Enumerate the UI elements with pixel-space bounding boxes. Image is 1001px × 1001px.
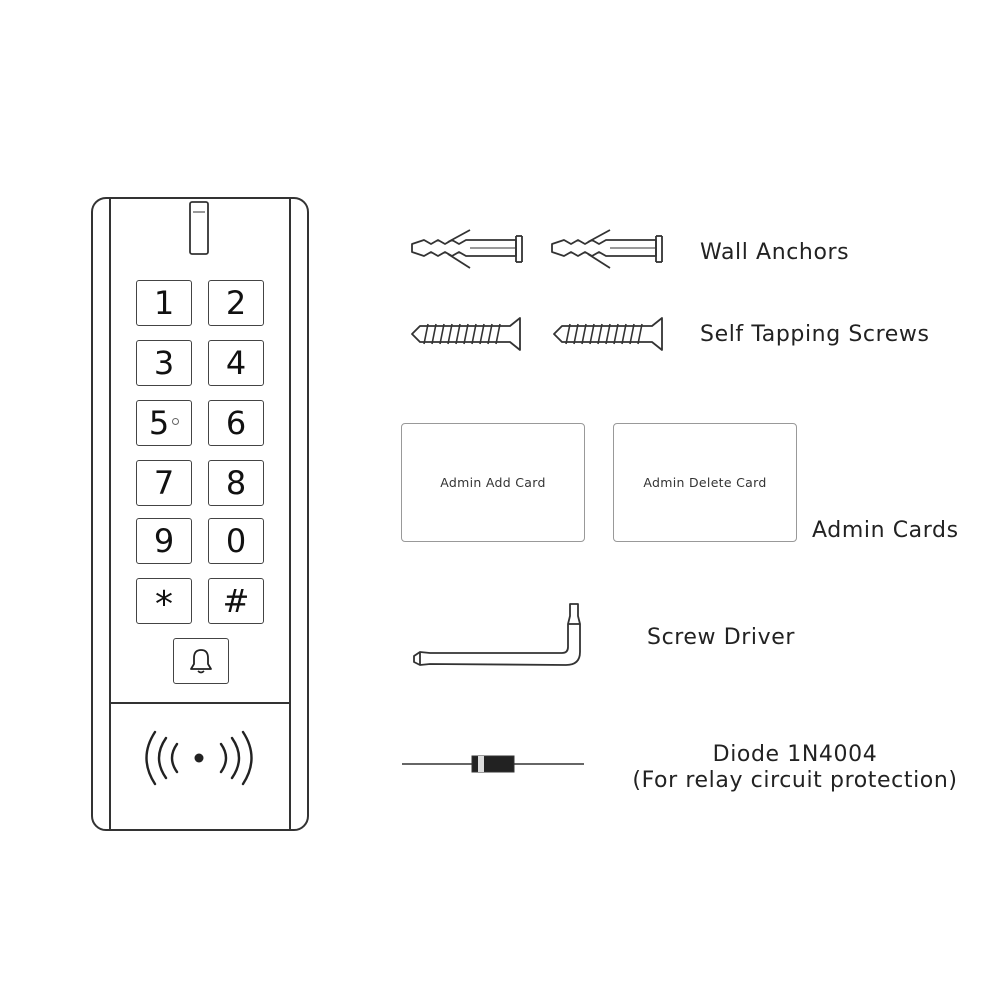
key-label: 8 [225, 464, 247, 502]
screw-2 [553, 317, 663, 351]
admin-add-card-text: Admin Add Card [440, 475, 546, 490]
key-label: 9 [153, 522, 175, 560]
rfid-wave-icon [145, 730, 253, 786]
key-hash[interactable]: # [208, 578, 264, 624]
key-6[interactable]: 6 [208, 400, 264, 446]
admin-add-card: Admin Add Card [401, 423, 585, 542]
key-4[interactable]: 4 [208, 340, 264, 386]
key-label: 0 [225, 522, 247, 560]
key-7[interactable]: 7 [136, 460, 192, 506]
screw-1 [411, 317, 521, 351]
wall-anchor-1 [411, 229, 523, 269]
key-2[interactable]: 2 [208, 280, 264, 326]
key-label: 2 [225, 284, 247, 322]
key-label: 5 [148, 404, 170, 442]
diode-component [402, 755, 584, 773]
key-8[interactable]: 8 [208, 460, 264, 506]
doorbell-button[interactable] [173, 638, 229, 684]
label-wall-anchors: Wall Anchors [700, 240, 850, 265]
key-label: 6 [225, 404, 247, 442]
key-label: 7 [153, 464, 175, 502]
admin-delete-card: Admin Delete Card [613, 423, 797, 542]
key-3[interactable]: 3 [136, 340, 192, 386]
key-label: * [155, 584, 173, 625]
key-1[interactable]: 1 [136, 280, 192, 326]
key-label: 4 [225, 344, 247, 382]
device-outer-frame [91, 197, 309, 831]
led-indicator-icon [189, 201, 209, 255]
key-0[interactable]: 0 [208, 518, 264, 564]
screw-driver-tool [413, 603, 581, 666]
key-label: # [222, 582, 250, 620]
key-5-marker-icon [172, 417, 180, 425]
bell-icon [190, 649, 212, 674]
label-diode-note: (For relay circuit protection) [632, 768, 958, 793]
label-admin-cards: Admin Cards [812, 518, 959, 543]
key-label: 1 [153, 284, 175, 322]
label-diode: Diode 1N4004 [712, 742, 878, 767]
key-9[interactable]: 9 [136, 518, 192, 564]
key-label: 3 [153, 344, 175, 382]
key-5[interactable]: 5 [136, 400, 192, 446]
label-screw-driver: Screw Driver [647, 625, 796, 650]
key-star[interactable]: * [136, 578, 192, 624]
label-self-tapping-screws: Self Tapping Screws [700, 322, 930, 347]
admin-delete-card-text: Admin Delete Card [643, 475, 767, 490]
keypad-device [91, 197, 309, 831]
wall-anchor-2 [551, 229, 663, 269]
